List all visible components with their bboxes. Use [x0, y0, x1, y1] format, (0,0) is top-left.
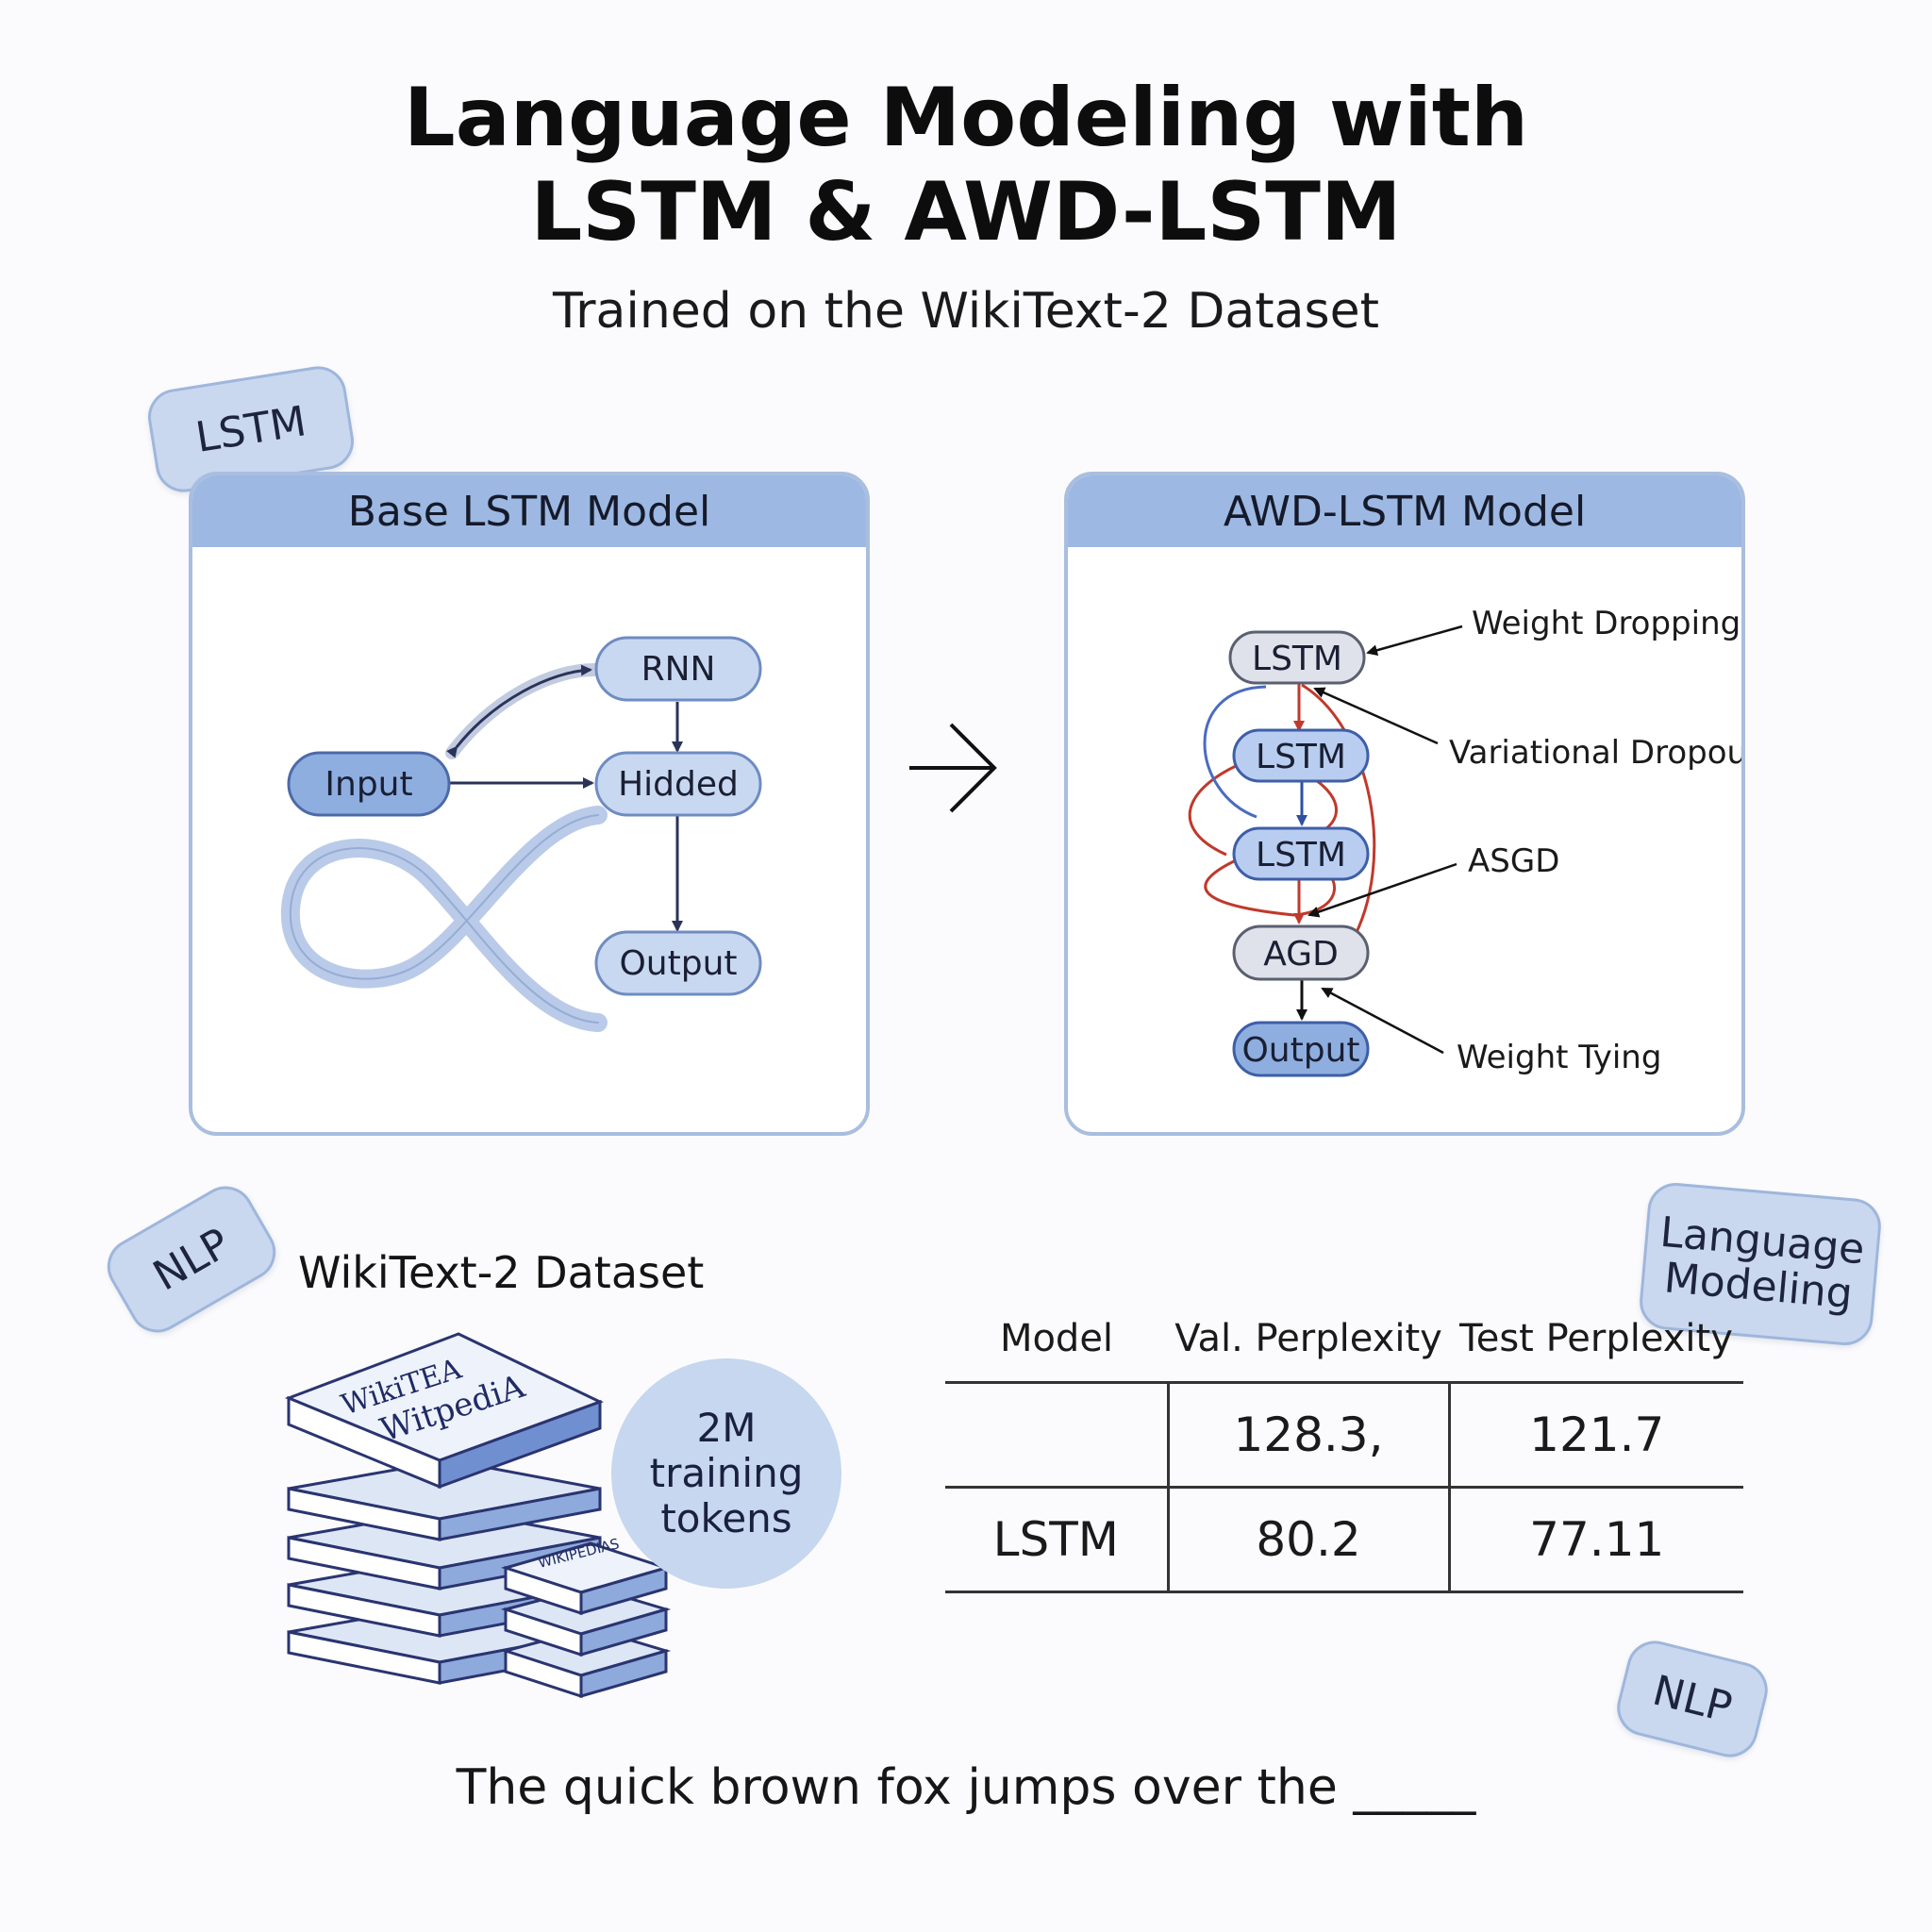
book-small-top: WIKIPEDIAS: [500, 1535, 672, 1616]
title-line-2: LSTM & AWD-LSTM: [530, 165, 1402, 259]
input-node: Input: [287, 751, 451, 817]
tokens-label-2: tokens: [660, 1495, 792, 1541]
training-tokens-badge: 2M training tokens: [611, 1358, 841, 1589]
awd-node-lstm-1-label: LSTM: [1252, 640, 1342, 678]
col-header-test: Test Perplexity: [1459, 1317, 1733, 1360]
red-connection: [1188, 764, 1237, 857]
blue-connection: [1203, 685, 1267, 819]
base-lstm-panel-title: Base LSTM Model: [347, 487, 711, 536]
tag-nlp-right-label: NLP: [1648, 1666, 1737, 1732]
annotation-asgd: ASGD: [1468, 842, 1559, 880]
col-header-val: Val. Perplexity: [1174, 1317, 1442, 1360]
table-cell: [945, 1383, 1168, 1488]
awd-lstm-panel-title: AWD-LSTM Model: [1223, 487, 1587, 536]
hidden-node-label: Hidded: [618, 765, 739, 804]
table-cell: LSTM: [992, 1512, 1119, 1567]
awd-node-output: Output: [1232, 1021, 1370, 1077]
input-node-label: Input: [325, 765, 412, 804]
tokens-count: 2M: [696, 1405, 757, 1451]
rnn-node: RNN: [594, 636, 762, 702]
annotation-variational-dropout: Variational Dropout: [1449, 734, 1741, 772]
base-lstm-panel-header: Base LSTM Model: [192, 475, 866, 547]
annotation-weight-dropping: Weight Dropping: [1472, 605, 1740, 642]
tag-nlp-left: NLP: [96, 1175, 287, 1343]
awd-lstm-panel-header: AWD-LSTM Model: [1068, 475, 1741, 547]
awd-node-lstm-3: LSTM: [1232, 826, 1370, 881]
base-lstm-panel: Base LSTM Model RNN Input Hidded: [189, 472, 870, 1136]
title-line-1: Language Modeling with: [403, 71, 1529, 165]
book-top: WikiTEA WitpediA: [284, 1332, 604, 1490]
table-cell: 128.3,: [1166, 1382, 1449, 1488]
awd-node-lstm-1: LSTM: [1228, 630, 1366, 685]
table-header-row: Model Val. Perplexity Test Perplexity: [945, 1296, 1743, 1383]
red-connection: [1301, 683, 1376, 944]
awd-node-agd-label: AGD: [1263, 935, 1339, 974]
table-cell: 80.2: [1166, 1487, 1449, 1592]
page-subtitle: Trained on the WikiText-2 Dataset: [553, 283, 1379, 340]
hidden-node: Hidded: [594, 751, 762, 817]
annotation-weight-tying: Weight Tying: [1457, 1039, 1661, 1076]
input-rnn-arrow: [445, 663, 601, 759]
awd-node-lstm-2: LSTM: [1232, 728, 1370, 783]
awd-node-output-label: Output: [1241, 1031, 1359, 1070]
results-table: Model Val. Perplexity Test Perplexity 12…: [945, 1296, 1743, 1593]
tokens-label-1: training: [649, 1450, 804, 1496]
rnn-node-label: RNN: [641, 650, 716, 689]
col-header-model: Model: [999, 1317, 1114, 1360]
dataset-title: WikiText-2 Dataset: [298, 1247, 705, 1298]
awd-lstm-diagram: LSTM LSTM LSTM AGD Output Weight Droppin…: [1188, 605, 1741, 1077]
table-row: LSTM 80.2 77.11: [945, 1487, 1743, 1592]
awd-node-lstm-3-label: LSTM: [1256, 836, 1346, 874]
awd-node-agd: AGD: [1232, 924, 1370, 981]
tag-nlp-right: NLP: [1610, 1635, 1774, 1763]
tag-lstm-label: LSTM: [192, 396, 309, 462]
base-lstm-diagram: RNN Input Hidded Output: [280, 636, 762, 1032]
table-row: 128.3, 121.7: [945, 1382, 1743, 1488]
awd-lstm-panel: AWD-LSTM Model LS: [1064, 472, 1745, 1136]
output-node-label: Output: [619, 944, 737, 983]
awd-node-lstm-2-label: LSTM: [1256, 738, 1346, 776]
book: [287, 1458, 602, 1541]
page-title: Language Modeling with LSTM & AWD-LSTM: [0, 71, 1932, 259]
feedback-loop: [280, 806, 608, 1032]
table-cell: 121.7: [1447, 1382, 1743, 1488]
transition-arrow-icon: [909, 723, 997, 813]
example-sentence: The quick brown fox jumps over the _____: [456, 1759, 1476, 1816]
output-node: Output: [594, 930, 762, 996]
tag-nlp-left-label: NLP: [144, 1218, 239, 1301]
books-stack-icon: WikiTEA WitpediA WIKIPEDIAS: [284, 1332, 672, 1699]
table-cell: 77.11: [1447, 1487, 1743, 1592]
